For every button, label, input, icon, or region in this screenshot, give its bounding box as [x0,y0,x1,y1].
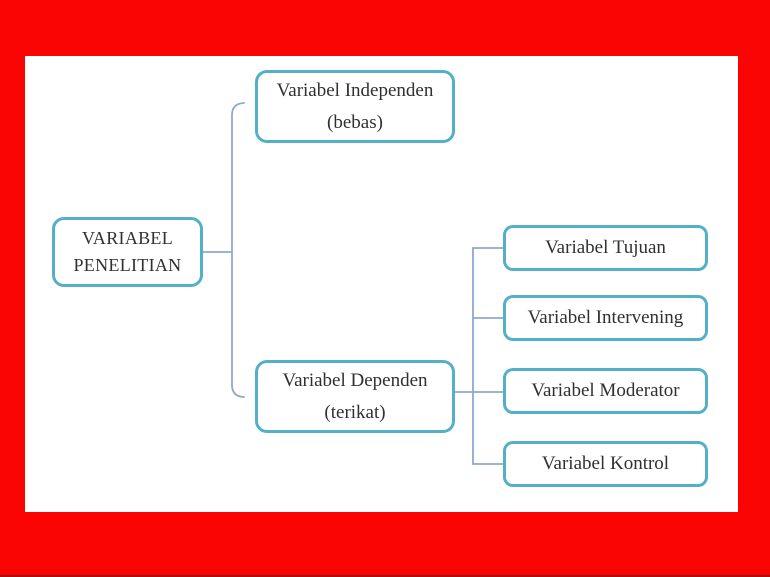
node-label-line: (terikat) [324,401,386,423]
bottom-edge-line [0,575,770,577]
node-variabel-tujuan: Variabel Tujuan [503,225,708,271]
node-label-line: PENELITIAN [73,255,182,275]
connector-lines [202,102,504,465]
root-brace-connector [231,102,245,398]
node-label-line: Variabel Moderator [531,380,680,401]
node-variabel-intervening: Variabel Intervening [503,295,708,341]
node-label-line: Variabel Dependen [282,370,428,392]
node-label-line: Variabel Intervening [527,307,684,328]
node-label-line: (bebas) [327,111,383,133]
node-label-line: Variabel Kontrol [541,453,670,474]
diagram-canvas: VARIABEL PENELITIAN Variabel Independen … [25,56,738,512]
node-variabel-moderator: Variabel Moderator [503,368,708,414]
node-variabel-kontrol: Variabel Kontrol [503,441,708,487]
node-variabel-independen: Variabel Independen (bebas) [255,70,455,143]
node-label-line: VARIABEL [81,228,174,248]
node-label-line: Variabel Independen [276,80,434,102]
node-label-line: Variabel Tujuan [545,237,666,258]
node-variabel-dependen: Variabel Dependen (terikat) [255,360,455,433]
node-variabel-penelitian: VARIABEL PENELITIAN [52,217,203,287]
